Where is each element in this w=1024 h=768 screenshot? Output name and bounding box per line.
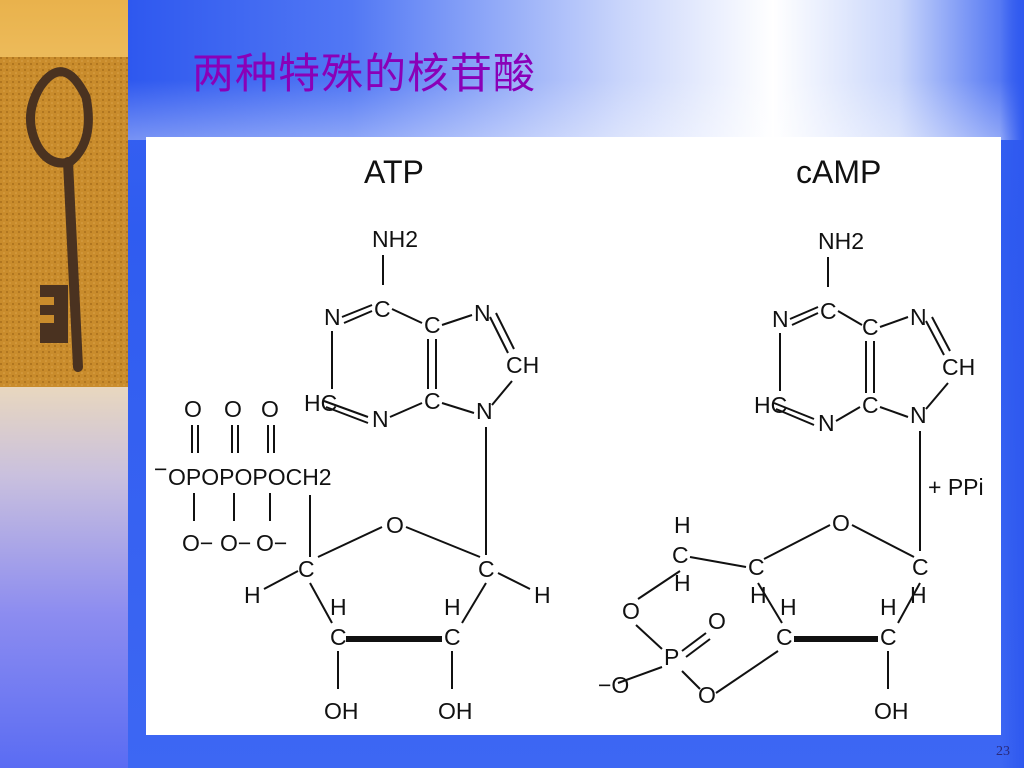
slide-title: 两种特殊的核苷酸	[192, 49, 537, 98]
camp-sugar-h2: H	[674, 570, 691, 596]
antique-key-image	[0, 57, 128, 387]
atp-amine: NH2	[372, 226, 418, 252]
atp-sugar-h2: H	[534, 582, 551, 608]
atp-p-o2: O	[224, 396, 242, 422]
camp-sugar-h1: H	[674, 512, 691, 538]
page-number: 23	[996, 744, 1010, 759]
camp-phosphorus: P	[664, 644, 679, 670]
camp-sugar-c5: C	[672, 542, 689, 568]
camp-ring-n5: N	[818, 410, 835, 436]
atp-ring-ch: CH	[506, 352, 539, 378]
atp-p-charge: −	[154, 456, 167, 482]
atp-ring-c2: C	[374, 296, 391, 322]
atp-ring-n1: N	[324, 304, 341, 330]
atp-p-ominus3: O−	[256, 530, 287, 556]
atp-sugar-oxygen: O	[386, 512, 404, 538]
camp-p-charge: −O	[598, 672, 629, 698]
right-edge-gradient	[1000, 0, 1024, 768]
atp-sugar-h4: H	[444, 594, 461, 620]
atp-sugar-c2: C	[444, 624, 461, 650]
atp-sugar-h3: H	[330, 594, 347, 620]
atp-ring-c6: C	[424, 388, 441, 414]
camp-p-o-double: O	[708, 608, 726, 634]
atp-sugar-c4: C	[298, 556, 315, 582]
chemical-structures: ATP NH2 N C C N CH HC N C N	[154, 154, 984, 724]
header-gradient	[128, 0, 1024, 140]
atp-hydroxyl-3: OH	[324, 698, 359, 724]
camp-sugar-oxygen: O	[832, 510, 850, 536]
camp-sugar-c2: C	[880, 624, 897, 650]
atp-ring-n4: N	[474, 300, 491, 326]
camp-p-o-upper: O	[622, 598, 640, 624]
camp-label: cAMP	[796, 154, 881, 190]
atp-sugar-c3: C	[330, 624, 347, 650]
camp-ring-c3: C	[862, 314, 879, 340]
camp-ring-n4: N	[910, 304, 927, 330]
camp-p-o-lower: O	[698, 682, 716, 708]
atp-ring-n7: N	[476, 398, 493, 424]
atp-ring-c3: C	[424, 312, 441, 338]
camp-ring-hc: HC	[754, 392, 787, 418]
camp-amine: NH2	[818, 228, 864, 254]
atp-label: ATP	[364, 154, 424, 190]
camp-sugar-c4: C	[748, 554, 765, 580]
camp-structure: cAMP NH2 N C C N CH HC N C N	[598, 154, 984, 724]
camp-sugar-h6: H	[910, 582, 927, 608]
atp-phosphate-chain: OPOPOPOCH2	[168, 464, 332, 490]
camp-sugar-c1: C	[912, 554, 929, 580]
camp-ring-c6: C	[862, 392, 879, 418]
camp-byproduct: + PPi	[928, 474, 984, 500]
camp-ring-ch: CH	[942, 354, 975, 380]
atp-p-o1: O	[184, 396, 202, 422]
atp-hydroxyl-2: OH	[438, 698, 473, 724]
atp-structure: ATP NH2 N C C N CH HC N C N	[154, 154, 551, 724]
atp-sugar-h1: H	[244, 582, 261, 608]
camp-hydroxyl: OH	[874, 698, 909, 724]
atp-ring-n5: N	[372, 406, 389, 432]
atp-p-ominus2: O−	[220, 530, 251, 556]
camp-sugar-h5: H	[880, 594, 897, 620]
camp-sugar-h3: H	[750, 582, 767, 608]
camp-sugar-c3: C	[776, 624, 793, 650]
atp-p-o3: O	[261, 396, 279, 422]
atp-sugar-c1: C	[478, 556, 495, 582]
camp-ring-n7: N	[910, 402, 927, 428]
camp-sugar-h4: H	[780, 594, 797, 620]
atp-p-ominus1: O−	[182, 530, 213, 556]
left-decorative-strip	[0, 0, 128, 768]
camp-ring-n1: N	[772, 306, 789, 332]
camp-ring-c2: C	[820, 298, 837, 324]
nucleotide-structure-figure: ATP NH2 N C C N CH HC N C N	[146, 137, 1001, 735]
